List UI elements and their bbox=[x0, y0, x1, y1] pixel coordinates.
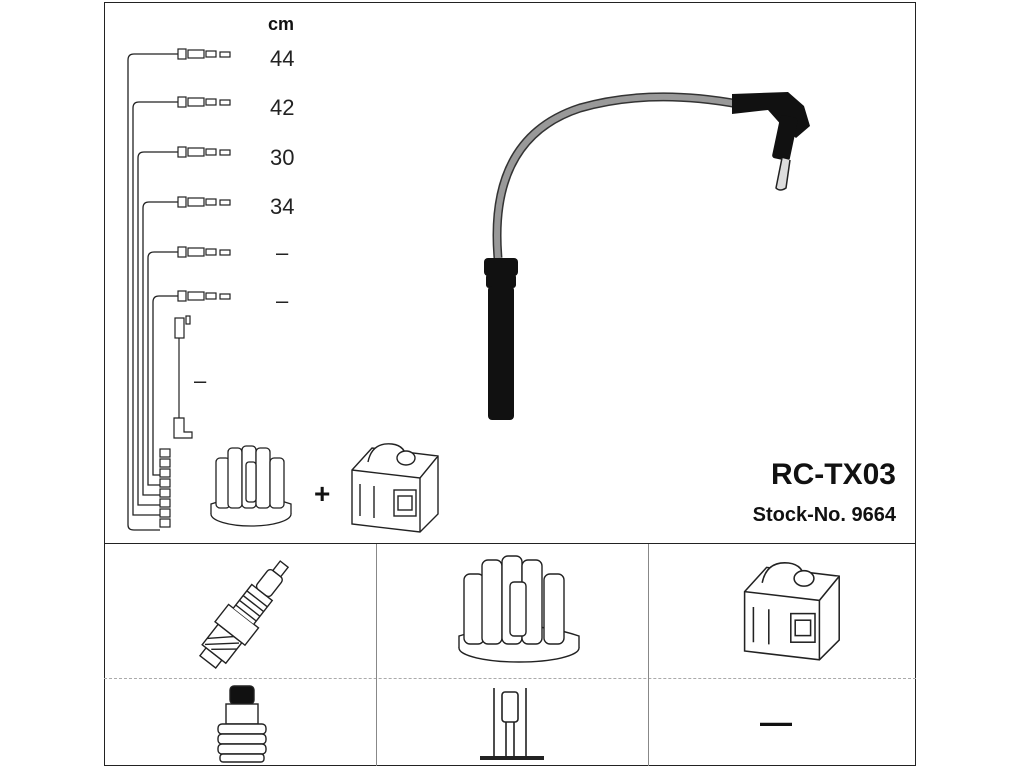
distributor-terminal-illustration bbox=[480, 688, 544, 760]
distributor-cap-illustration bbox=[458, 555, 580, 663]
column-divider bbox=[376, 544, 377, 766]
ignition-coil-illustration bbox=[743, 562, 840, 661]
product-code: RC-TX03 bbox=[770, 458, 896, 491]
no-item-mark: — bbox=[760, 704, 792, 740]
cable-length-4: 34 bbox=[270, 194, 295, 219]
plus-sign: + bbox=[314, 478, 331, 509]
distributor-cap-small bbox=[210, 445, 292, 527]
cable-length-5: – bbox=[276, 240, 289, 265]
row-divider bbox=[104, 678, 916, 679]
cable-length-6: – bbox=[276, 288, 289, 313]
column-divider bbox=[648, 544, 649, 766]
spark-plug-illustration bbox=[198, 560, 290, 669]
cable-length-2: 42 bbox=[270, 95, 295, 120]
spark-plug-boot-illustration bbox=[217, 685, 267, 763]
ignition-cable-illustration bbox=[484, 92, 810, 420]
length-unit: cm bbox=[268, 14, 295, 34]
section-divider bbox=[104, 543, 916, 544]
coil-wire-length: – bbox=[194, 368, 207, 393]
cable-set-schematic bbox=[127, 48, 231, 531]
ignition-coil-small bbox=[351, 443, 439, 533]
cable-length-1: 44 bbox=[270, 46, 295, 71]
cable-length-3: 30 bbox=[270, 145, 295, 170]
diagram-frame bbox=[104, 2, 916, 766]
stock-number: Stock-No. 9664 bbox=[752, 504, 896, 526]
